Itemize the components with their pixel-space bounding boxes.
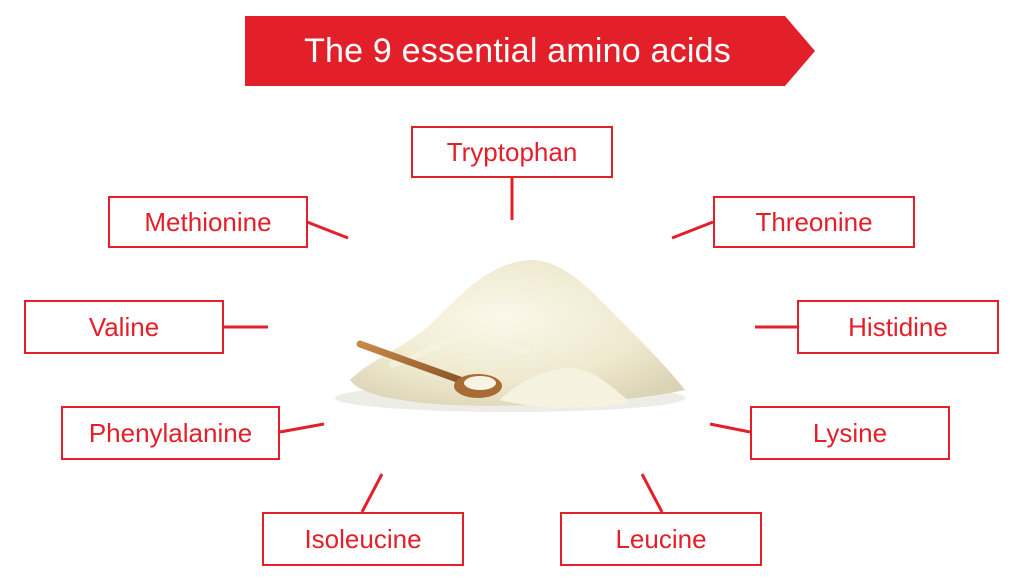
label-histidine-text: Histidine — [848, 311, 948, 342]
label-threonine-text: Threonine — [755, 206, 873, 237]
label-leucine-text: Leucine — [615, 523, 707, 554]
label-tryptophan-text: Tryptophan — [446, 136, 578, 167]
label-methionine: Methionine — [108, 196, 308, 248]
label-methionine-text: Methionine — [144, 206, 272, 237]
label-isoleucine-text: Isoleucine — [304, 523, 422, 554]
label-lysine-text: Lysine — [812, 417, 888, 448]
connector-leucine — [640, 473, 664, 513]
connector-methionine — [306, 220, 349, 240]
label-histidine: Histidine — [797, 300, 999, 354]
title-banner: The 9 essential amino acids — [245, 16, 815, 86]
banner-arrow-shape — [245, 16, 815, 86]
connector-threonine — [671, 220, 714, 240]
label-phenylalanine-text: Phenylalanine — [88, 417, 253, 448]
connector-phenylalanine — [279, 422, 325, 434]
label-valine: Valine — [24, 300, 224, 354]
diagram-title: The 9 essential amino acids — [304, 31, 731, 70]
label-lysine: Lysine — [750, 406, 950, 460]
label-leucine: Leucine — [560, 512, 762, 566]
powder-pile-illustration — [335, 260, 685, 412]
label-threonine: Threonine — [713, 196, 915, 248]
connector-isoleucine — [360, 473, 384, 513]
label-tryptophan: Tryptophan — [411, 126, 613, 178]
label-valine-text: Valine — [88, 311, 160, 342]
label-isoleucine: Isoleucine — [262, 512, 464, 566]
label-phenylalanine: Phenylalanine — [61, 406, 280, 460]
connector-lysine — [709, 422, 751, 434]
